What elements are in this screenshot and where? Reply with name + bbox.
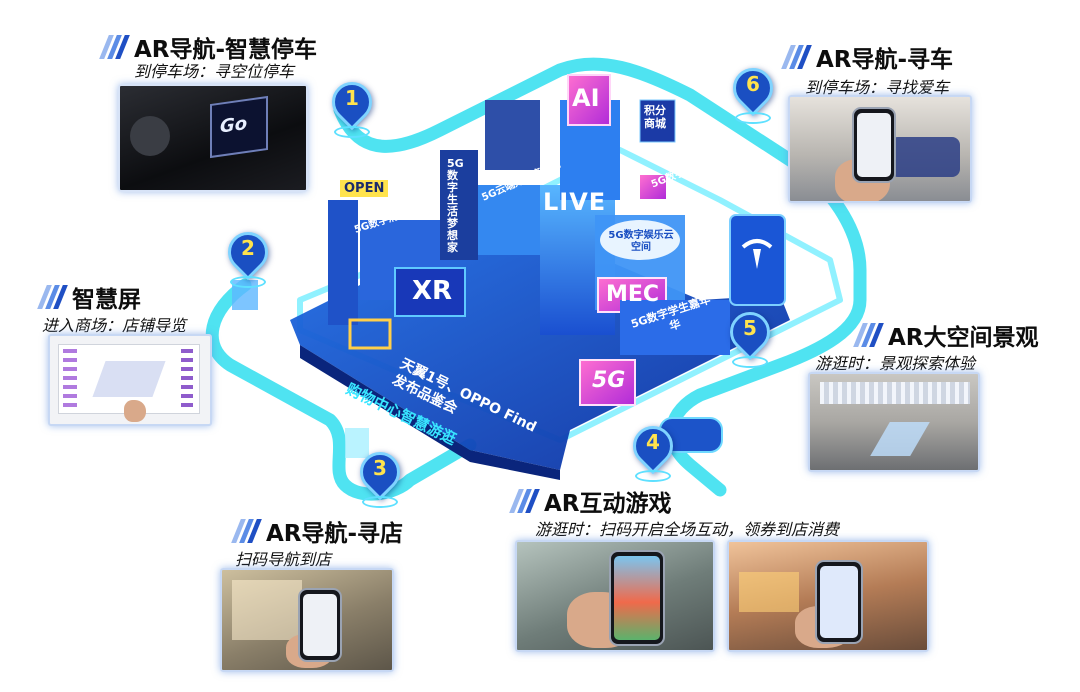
cloud-shape — [600, 220, 680, 260]
marker-number: 6 — [746, 72, 760, 96]
gift-box — [640, 175, 666, 199]
marker-5[interactable]: 5 — [721, 303, 779, 368]
marker-1[interactable]: 1 — [323, 73, 381, 138]
ar-game-subtitle: 游逛时：扫码开启全场互动，领券到店消费 — [535, 520, 840, 539]
panel-5g-life — [440, 150, 478, 260]
ar-parking-photo: Go — [118, 84, 308, 192]
ar-find-store-subtitle: 扫码导航到店 — [235, 550, 332, 569]
shopping-bag — [345, 428, 369, 458]
panel-5g-smart — [328, 200, 358, 325]
phone — [609, 550, 665, 646]
title-slashes-icon — [853, 323, 884, 347]
life-label: 5G数字生活梦想家 — [447, 157, 464, 254]
ar-game-title: AR互动游戏 — [509, 484, 672, 518]
ar-find-store-title: AR导航-寻店 — [231, 514, 403, 548]
open-sign: OPEN — [340, 180, 389, 197]
marker-number: 4 — [646, 430, 660, 454]
live-room — [470, 185, 540, 255]
marker-number: 3 — [373, 456, 387, 480]
ai-sign — [567, 74, 611, 126]
points-mall-board — [639, 99, 676, 143]
title-slashes-icon — [781, 45, 812, 69]
phone — [852, 107, 896, 183]
smart-screen-photo — [48, 334, 212, 426]
fiveg-box-label: 5G — [592, 368, 626, 393]
building-student — [620, 300, 730, 355]
marker-6[interactable]: 6 — [724, 59, 782, 124]
ar-find-car-subtitle: 到停车场：寻找爱车 — [805, 78, 950, 97]
phone — [815, 560, 863, 644]
xr-screen — [394, 267, 466, 317]
fiveg-box — [579, 359, 636, 406]
ent-cloud-label: 5G数字娱乐云空间 — [608, 230, 674, 253]
telecom-logo-icon — [741, 239, 773, 269]
smart-screen-subtitle: 进入商场：店铺导览 — [42, 316, 187, 335]
mec-label: MEC — [606, 282, 660, 307]
xr-label: XR — [412, 276, 453, 306]
ar-find-store-photo — [220, 568, 394, 672]
marker-number: 2 — [241, 236, 255, 260]
smart-screen-title: 智慧屏 — [37, 280, 141, 314]
marker-3[interactable]: 3 — [351, 443, 409, 508]
go-logo: Go — [220, 112, 248, 138]
ar-find-car-photo — [788, 95, 972, 203]
ai-label: AI — [572, 84, 600, 112]
marker-4[interactable]: 4 — [624, 417, 682, 482]
ar-game-photo-2 — [727, 540, 929, 652]
cart — [348, 318, 392, 350]
live-label: LIVE — [543, 188, 607, 216]
marker-number: 1 — [345, 86, 359, 110]
ar-landscape-title: AR大空间景观 — [853, 318, 1039, 352]
go-sign: Go — [210, 95, 268, 159]
ar-parking-title: AR导航-智慧停车 — [99, 30, 317, 64]
title-slashes-icon — [509, 489, 540, 513]
ar-find-car-title: AR导航-寻车 — [781, 40, 953, 74]
marker-2[interactable]: 2 — [219, 223, 277, 288]
server-racks — [485, 100, 540, 170]
ar-landscape-photo — [808, 372, 980, 472]
title-slashes-icon — [231, 519, 262, 543]
phone — [298, 588, 342, 662]
ar-parking-subtitle: 到停车场：寻空位停车 — [134, 62, 295, 81]
marker-number: 5 — [743, 316, 757, 340]
ar-landscape-subtitle: 游逛时：景观探索体验 — [815, 354, 976, 373]
ar-game-photo-1 — [515, 540, 715, 652]
points-mall-label: 积分商城 — [644, 104, 666, 130]
title-slashes-icon — [99, 35, 130, 59]
title-slashes-icon — [37, 285, 68, 309]
